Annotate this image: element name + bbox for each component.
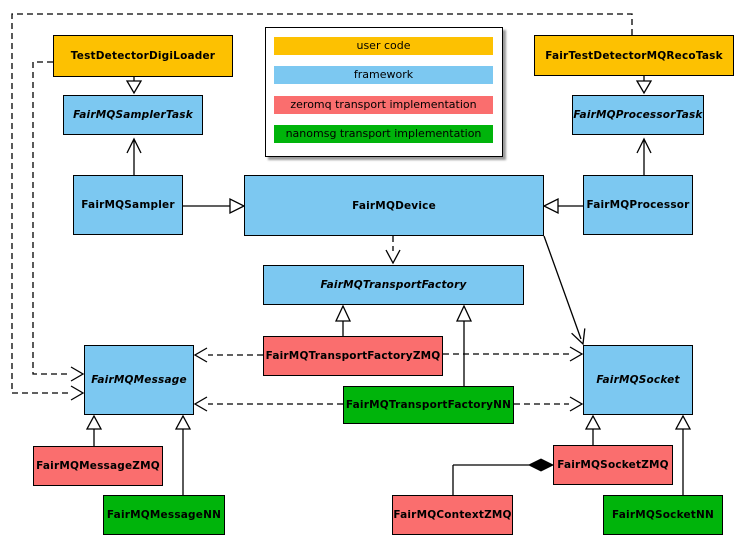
class-name-label: FairMQMessageZMQ bbox=[36, 460, 160, 472]
legend: user code framework zeromq transport imp… bbox=[265, 27, 503, 157]
class-box-fairmqtransportfactoryzmq: FairMQTransportFactoryZMQ bbox=[263, 336, 443, 376]
dependency-line-recotask-message bbox=[11, 13, 633, 394]
association-triangle bbox=[542, 197, 559, 215]
class-box-fairtestdetectormqrecotask: FairTestDetectorMQRecoTask bbox=[534, 35, 734, 76]
association-triangle bbox=[229, 197, 246, 215]
class-box-fairmqdevice: FairMQDevice bbox=[244, 175, 544, 236]
generalization-triangle bbox=[334, 304, 352, 322]
class-box-fairmqsocket: FairMQSocket bbox=[583, 345, 693, 415]
open-arrowhead bbox=[571, 328, 586, 346]
class-name-label: FairMQContextZMQ bbox=[393, 509, 512, 521]
legend-item-zeromq: zeromq transport implementation bbox=[274, 95, 493, 114]
legend-item-user-code: user code bbox=[274, 37, 493, 55]
class-box-fairmqmessage: FairMQMessage bbox=[84, 345, 194, 415]
class-name-label: FairMQSocket bbox=[596, 374, 680, 386]
dependency-arrowhead bbox=[193, 396, 208, 412]
class-box-testdetectordigiloader: TestDetectorDigiLoader bbox=[53, 35, 233, 77]
generalization-triangle bbox=[455, 304, 473, 322]
class-name-label: TestDetectorDigiLoader bbox=[70, 50, 216, 62]
composition-line-socketzmq-contextzmq bbox=[452, 464, 529, 495]
class-box-fairmqtransportfactory: FairMQTransportFactory bbox=[263, 265, 524, 305]
class-name-label: FairMQTransportFactoryNN bbox=[345, 399, 512, 411]
dependency-arrowhead bbox=[569, 346, 584, 362]
dependency-arrowhead bbox=[70, 366, 85, 382]
generalization-triangle bbox=[635, 80, 653, 95]
class-name-label: FairTestDetectorMQRecoTask bbox=[545, 49, 723, 62]
dependency-line-digiloader-message bbox=[32, 61, 71, 375]
dependency-arrowhead bbox=[70, 385, 85, 401]
class-name-label: FairMQSocketNN bbox=[611, 509, 714, 521]
class-box-fairmqsampler: FairMQSampler bbox=[73, 175, 183, 235]
class-name-label: FairMQProcessor bbox=[586, 199, 690, 211]
class-name-label: FairMQProcessorTask bbox=[573, 109, 703, 121]
legend-label: user code bbox=[356, 39, 411, 52]
class-name-label: FairMQDevice bbox=[352, 199, 436, 212]
class-box-fairmqcontextzmq: FairMQContextZMQ bbox=[392, 495, 513, 535]
dependency-arrowhead bbox=[569, 396, 584, 412]
dependency-arrowhead bbox=[385, 249, 401, 265]
legend-label: zeromq transport implementation bbox=[290, 97, 477, 111]
generalization-triangle bbox=[674, 414, 692, 430]
class-box-fairmqprocessor: FairMQProcessor bbox=[583, 175, 693, 235]
class-name-label: FairMQMessage bbox=[91, 374, 187, 386]
legend-item-nanomsg: nanomsg transport implementation bbox=[274, 124, 493, 143]
class-name-label: FairMQSocketZMQ bbox=[557, 459, 669, 471]
dependency-arrowhead bbox=[193, 347, 208, 363]
generalization-triangle bbox=[125, 80, 143, 95]
class-box-fairmqmessagenn: FairMQMessageNN bbox=[103, 495, 225, 535]
open-arrowhead bbox=[636, 137, 652, 154]
generalization-triangle bbox=[174, 414, 192, 430]
legend-label: nanomsg transport implementation bbox=[285, 126, 482, 140]
class-name-label: FairMQTransportFactoryZMQ bbox=[265, 350, 441, 362]
class-name-label: FairMQTransportFactory bbox=[320, 279, 467, 291]
class-box-fairmqtransportfactorynn: FairMQTransportFactoryNN bbox=[343, 386, 514, 424]
class-name-label: FairMQMessageNN bbox=[106, 509, 222, 521]
class-name-label: FairMQSamplerTask bbox=[73, 109, 193, 121]
generalization-triangle bbox=[584, 414, 602, 430]
association-line-device-socket bbox=[543, 235, 582, 340]
class-box-fairmqsocketzmq: FairMQSocketZMQ bbox=[553, 445, 673, 485]
generalization-triangle bbox=[85, 414, 103, 430]
class-box-fairmqsamplertask: FairMQSamplerTask bbox=[63, 95, 203, 135]
class-box-fairmqprocessortask: FairMQProcessorTask bbox=[572, 95, 704, 135]
legend-item-framework: framework bbox=[274, 66, 493, 85]
class-name-label: FairMQSampler bbox=[81, 199, 175, 211]
legend-label: framework bbox=[353, 68, 414, 82]
class-box-fairmqsocketnn: FairMQSocketNN bbox=[603, 495, 723, 535]
class-box-fairmqmessagezmq: FairMQMessageZMQ bbox=[33, 446, 163, 486]
open-arrowhead bbox=[126, 137, 142, 154]
composition-diamond bbox=[527, 458, 555, 472]
